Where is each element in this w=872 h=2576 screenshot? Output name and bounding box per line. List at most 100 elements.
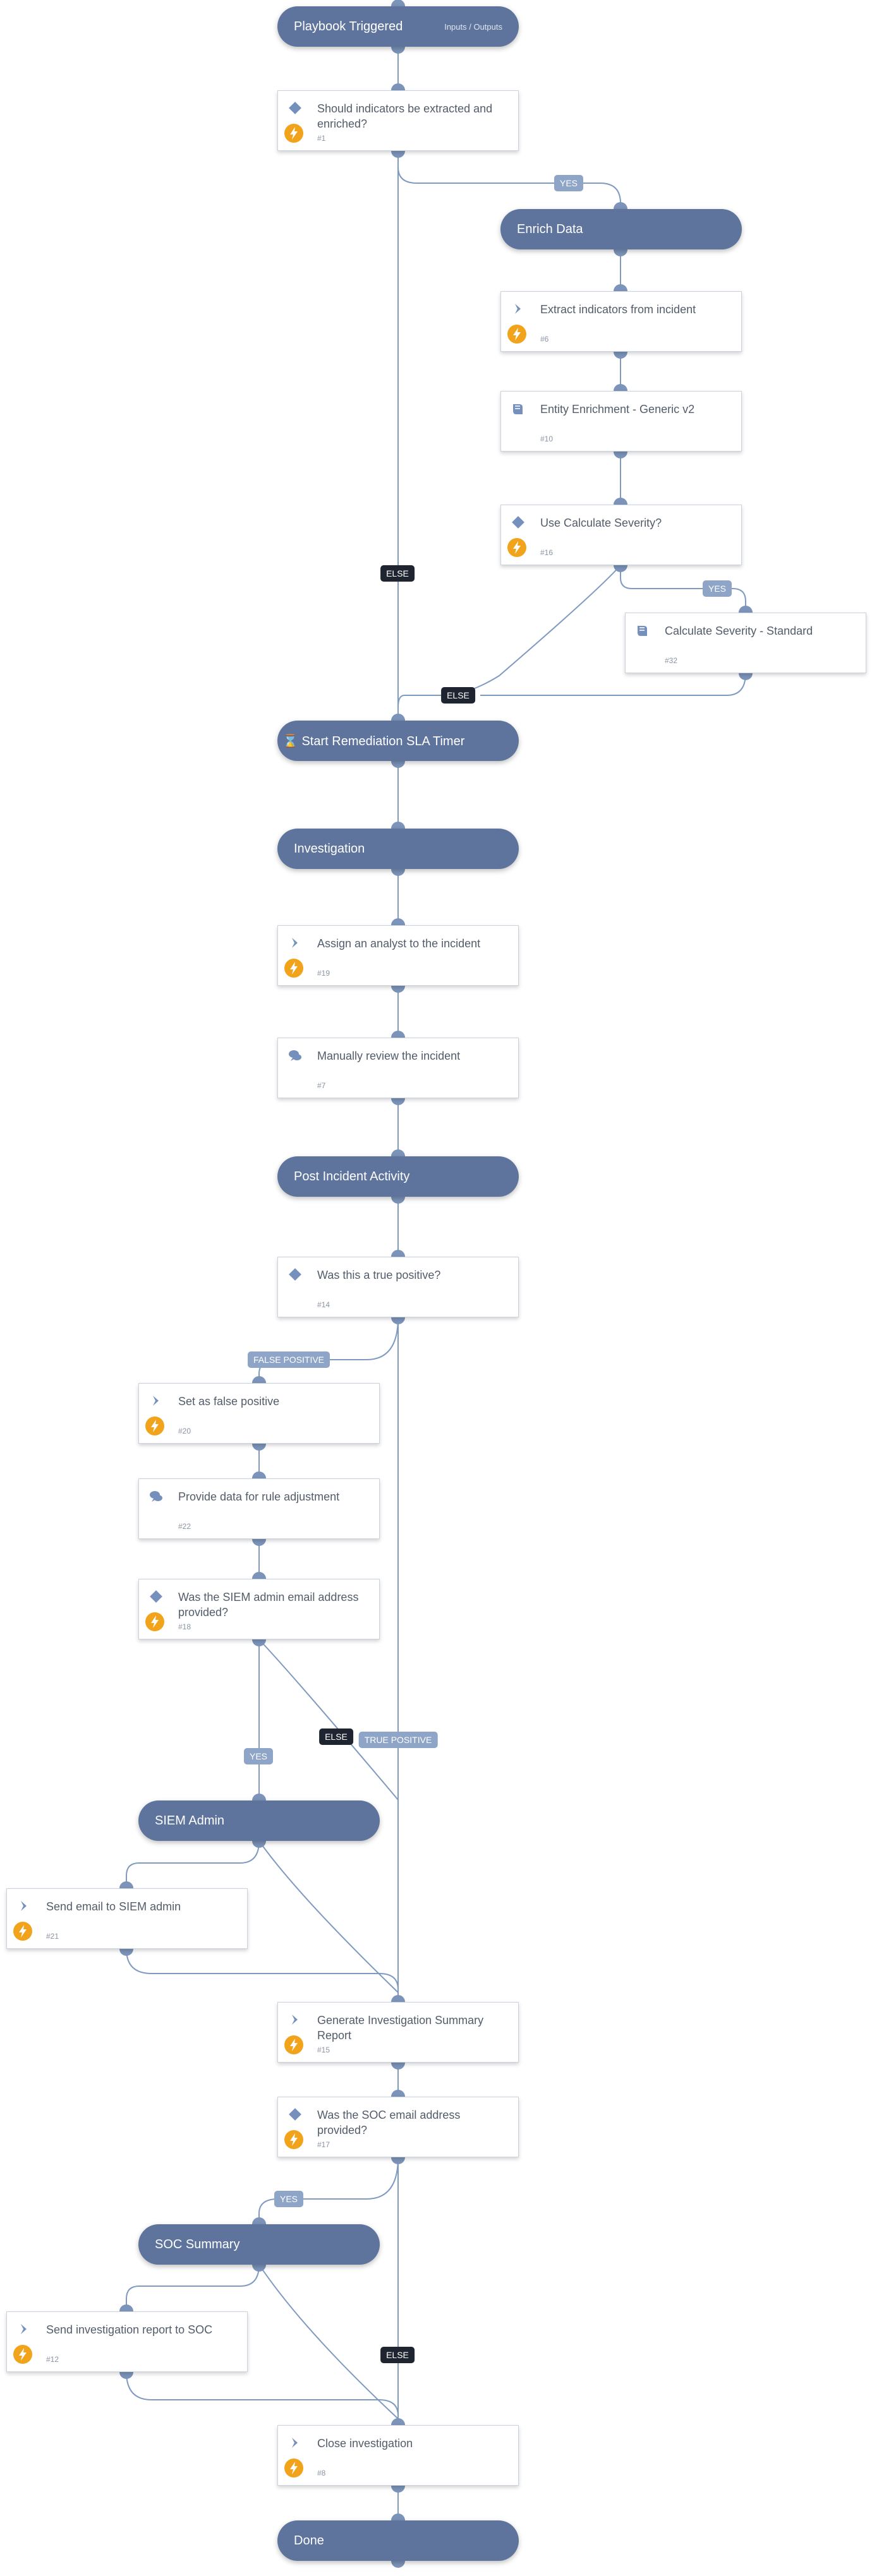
bolt-icon xyxy=(284,2035,303,2054)
connector-line xyxy=(620,565,746,613)
branch-label-else[interactable]: ELSE xyxy=(441,687,475,704)
connector-line xyxy=(126,1948,399,1990)
connector-line xyxy=(258,1840,399,1993)
task-title: Was the SOC email address provided? xyxy=(317,2109,461,2136)
task-title: Manually review the incident xyxy=(317,1050,461,1062)
bolt-icon xyxy=(284,124,303,143)
connector-line xyxy=(258,1317,399,1383)
soc-summary-section[interactable]: SOC Summary xyxy=(138,2224,380,2265)
task-id: #22 xyxy=(178,1522,191,1531)
investigation-section[interactable]: Investigation xyxy=(277,829,519,869)
task-id: #14 xyxy=(317,1300,330,1309)
task-generate-investigation-summary[interactable]: Generate Investigation Summary Report #1… xyxy=(277,2002,519,2063)
task-title: Provide data for rule adjustment xyxy=(178,1490,340,1503)
task-title: Entity Enrichment - Generic v2 xyxy=(540,403,695,416)
task-title: Should indicators be extracted and enric… xyxy=(317,102,493,130)
task-title: Was this a true positive? xyxy=(317,1269,441,1281)
post-incident-activity-section[interactable]: Post Incident Activity xyxy=(277,1156,519,1197)
branch-label-true-positive[interactable]: TRUE POSITIVE xyxy=(358,1732,438,1748)
task-id: #17 xyxy=(317,2140,330,2149)
diamond-icon xyxy=(289,1268,301,1281)
chat-icon xyxy=(150,1491,162,1502)
branch-label-yes[interactable]: YES xyxy=(243,1748,274,1764)
chevron-icon xyxy=(515,304,521,314)
node-title: ⌛ Start Remediation SLA Timer xyxy=(282,734,465,748)
bolt-icon xyxy=(13,1922,32,1941)
task-send-email-siem-admin[interactable]: Send email to SIEM admin #21 xyxy=(6,1888,248,1949)
task-id: #12 xyxy=(46,2355,59,2364)
task-was-true-positive[interactable]: Was this a true positive? #14 xyxy=(277,1257,519,1317)
task-title: Set as false positive xyxy=(178,1395,280,1408)
connector-line xyxy=(258,1639,399,1800)
chevron-icon xyxy=(21,1901,27,1911)
branch-label-yes[interactable]: YES xyxy=(554,175,584,191)
task-manually-review-incident[interactable]: Manually review the incident #7 xyxy=(277,1038,519,1098)
diamond-icon xyxy=(289,102,301,114)
task-set-as-false-positive[interactable]: Set as false positive #20 xyxy=(138,1383,380,1444)
branch-label-false-positive[interactable]: FALSE POSITIVE xyxy=(247,1351,330,1368)
diamond-icon xyxy=(150,1590,162,1603)
task-id: #1 xyxy=(317,134,326,143)
task-title: Send email to SIEM admin xyxy=(46,1900,181,1913)
node-title: Done xyxy=(294,2533,324,2548)
connector-line xyxy=(126,1840,260,1888)
start-remediation-sla-timer-node[interactable]: ⌛ Start Remediation SLA Timer xyxy=(277,721,519,761)
task-title: Assign an analyst to the incident xyxy=(317,937,481,950)
task-use-calculate-severity[interactable]: Use Calculate Severity? #16 xyxy=(500,505,742,565)
task-id: #20 xyxy=(178,1427,191,1435)
task-close-investigation[interactable]: Close investigation #8 xyxy=(277,2425,519,2486)
bolt-icon xyxy=(145,1612,164,1631)
task-id: #8 xyxy=(317,2469,326,2477)
connector-line xyxy=(480,673,746,696)
book-icon xyxy=(513,404,523,414)
node-title: Playbook Triggered xyxy=(294,19,403,33)
connector-line xyxy=(126,2371,399,2416)
section-title: Investigation xyxy=(294,841,365,856)
task-send-report-to-soc[interactable]: Send investigation report to SOC #12 xyxy=(6,2311,248,2372)
bolt-icon xyxy=(284,2130,303,2149)
chevron-icon xyxy=(153,1396,159,1406)
bolt-icon xyxy=(284,2459,303,2477)
task-id: #6 xyxy=(540,335,549,344)
done-node[interactable]: Done xyxy=(277,2520,519,2561)
task-id: #18 xyxy=(178,1622,191,1631)
task-assign-analyst[interactable]: Assign an analyst to the incident #19 xyxy=(277,925,519,986)
inputs-outputs-link[interactable]: Inputs / Outputs xyxy=(444,21,502,32)
section-title: SIEM Admin xyxy=(155,1813,225,1828)
task-calculate-severity-standard[interactable]: Calculate Severity - Standard #32 xyxy=(625,613,866,673)
branch-label-else[interactable]: ELSE xyxy=(319,1728,353,1745)
chevron-icon xyxy=(292,2015,298,2025)
branch-label-yes[interactable]: YES xyxy=(274,2191,304,2207)
playbook-triggered-node[interactable]: Playbook Triggered Inputs / Outputs xyxy=(277,6,519,47)
task-id: #10 xyxy=(540,434,554,443)
task-soc-email-provided[interactable]: Was the SOC email address provided? #17 xyxy=(277,2097,519,2157)
task-title: Send investigation report to SOC xyxy=(46,2323,213,2336)
siem-admin-section[interactable]: SIEM Admin xyxy=(138,1800,380,1841)
task-extract-indicators[interactable]: Extract indicators from incident #6 xyxy=(500,291,742,352)
task-siem-admin-email-provided[interactable]: Was the SIEM admin email address provide… xyxy=(138,1579,380,1639)
task-provide-data-rule-adjustment[interactable]: Provide data for rule adjustment #22 xyxy=(138,1478,380,1539)
connector-line xyxy=(258,2264,399,2419)
diamond-icon xyxy=(289,2108,301,2121)
task-should-indicators-be-extracted[interactable]: Should indicators be extracted and enric… xyxy=(277,90,519,151)
section-title: Post Incident Activity xyxy=(294,1169,410,1183)
connector-line xyxy=(397,565,621,721)
connector-line xyxy=(258,2157,399,2224)
chevron-icon xyxy=(21,2324,27,2334)
branch-label-yes[interactable]: YES xyxy=(702,580,732,597)
section-title: Enrich Data xyxy=(517,222,583,236)
task-title: Was the SIEM admin email address provide… xyxy=(178,1591,359,1619)
task-title: Use Calculate Severity? xyxy=(540,517,662,529)
connector-line xyxy=(397,151,621,209)
enrich-data-section[interactable]: Enrich Data xyxy=(500,209,742,249)
chat-icon xyxy=(289,1050,301,1061)
diamond-icon xyxy=(512,516,524,529)
bolt-icon xyxy=(284,959,303,978)
chevron-icon xyxy=(292,2438,298,2448)
branch-label-else[interactable]: ELSE xyxy=(380,565,415,582)
task-title: Calculate Severity - Standard xyxy=(665,625,813,637)
branch-label-else[interactable]: ELSE xyxy=(380,2347,415,2363)
task-id: #19 xyxy=(317,969,330,978)
task-entity-enrichment[interactable]: Entity Enrichment - Generic v2 #10 xyxy=(500,391,742,452)
task-id: #15 xyxy=(317,2046,330,2054)
